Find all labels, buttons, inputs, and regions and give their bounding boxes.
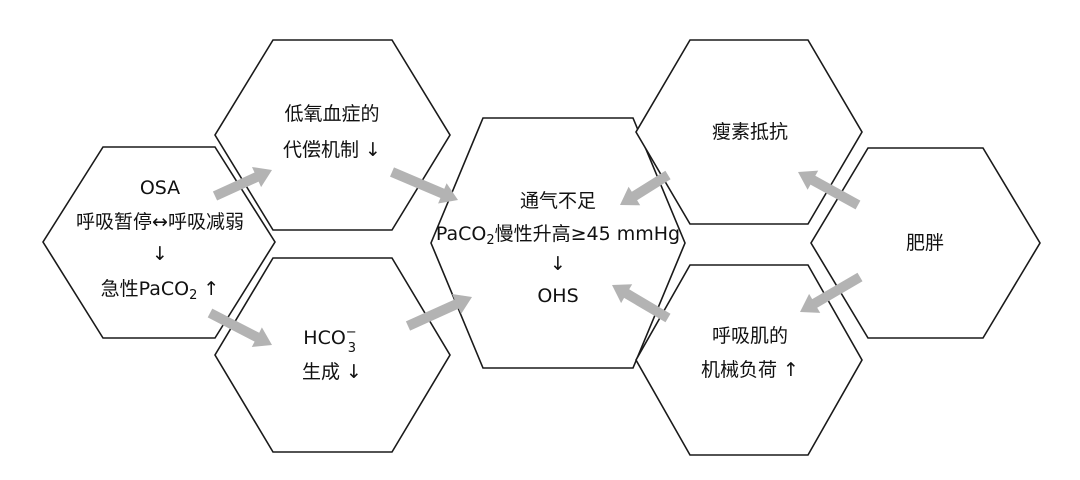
arrow-hco3-to-center — [405, 294, 472, 331]
hex-obesity — [810, 147, 1041, 339]
arrow-hypoxemia-to-center — [390, 167, 458, 204]
center-down-arrow: ↓ — [550, 253, 566, 275]
obesity-label: 肥胖 — [906, 232, 944, 254]
osa-apnea-hypopnea: 呼吸暂停↔呼吸减弱 — [76, 211, 244, 233]
center-paco2-chronic: PaCO2慢性升高≥45 mmHg — [436, 223, 680, 248]
hypoxemia-line1: 低氧血症的 — [284, 103, 379, 125]
hco3-label: HCO−3 — [303, 325, 356, 356]
hypoxemia-line2: 代偿机制 ↓ — [283, 139, 381, 161]
hex-hypoxemia-compensation — [214, 39, 451, 231]
resp-muscle-line1: 呼吸肌的 — [712, 325, 788, 347]
hex-hco3 — [214, 257, 451, 453]
arrow-leptin-to-center — [620, 170, 671, 206]
arrow-osa-to-hypoxemia — [212, 167, 272, 201]
osa-down-arrow: ↓ — [152, 243, 168, 265]
hco3-production: 生成 ↓ — [302, 361, 362, 383]
center-hypoventilation: 通气不足 — [520, 190, 596, 212]
osa-acute-paco2: 急性PaCO2 ↑ — [101, 278, 220, 303]
leptin-resistance-label: 瘦素抵抗 — [712, 121, 788, 143]
center-ohs: OHS — [537, 285, 578, 307]
arrow-muscle-to-center — [612, 284, 671, 323]
arrow-osa-to-hco3 — [207, 308, 272, 347]
hex-resp-muscle — [635, 264, 863, 456]
arrow-obesity-to-leptin — [798, 170, 861, 210]
arrow-group — [207, 167, 863, 347]
osa-label: OSA — [140, 177, 180, 199]
resp-muscle-line2: 机械负荷 ↑ — [701, 359, 799, 381]
arrow-obesity-to-muscle — [800, 272, 863, 313]
hex-center-ohs — [430, 117, 686, 369]
